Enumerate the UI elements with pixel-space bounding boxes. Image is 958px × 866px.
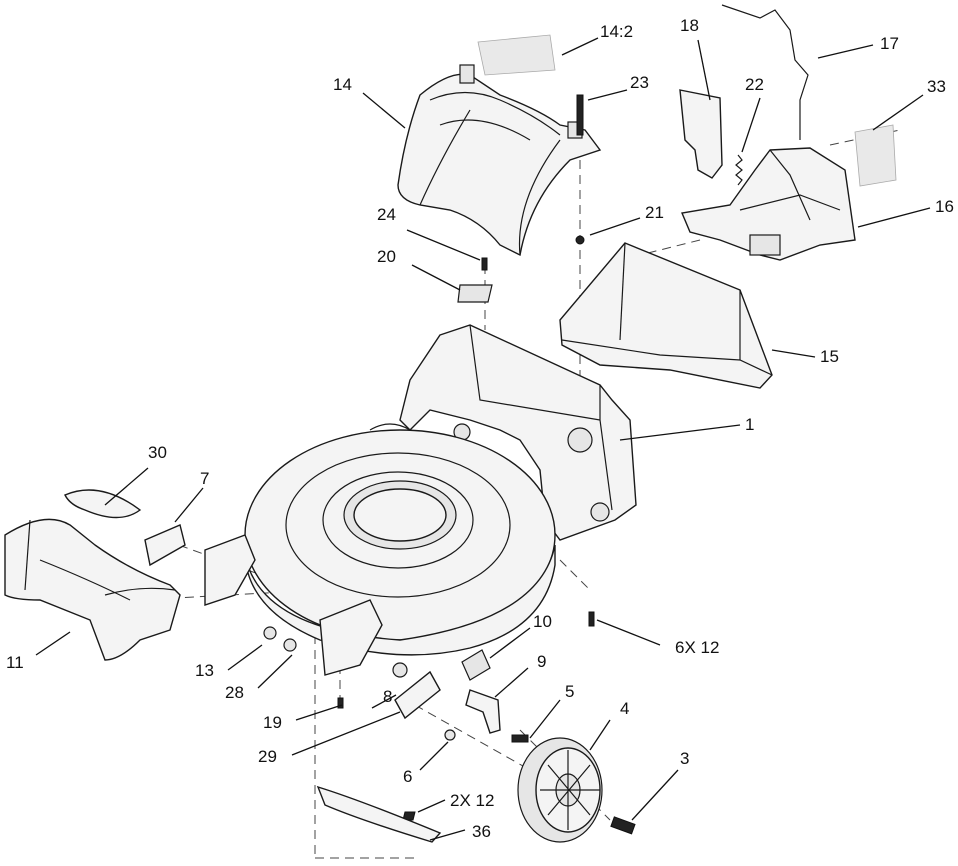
callout-5: 5 [565,682,574,701]
callout-8: 8 [383,687,392,706]
axle-bolt [511,734,529,743]
callout-2x12: 2X 12 [450,791,494,810]
pivot-plate [144,524,186,567]
rear-shroud [397,64,602,257]
callout-1: 1 [745,415,754,434]
callout-14: 14 [333,75,352,94]
callout-17: 17 [880,34,899,53]
height-adjuster-left [204,534,256,606]
callout-33: 33 [927,77,946,96]
knob [461,649,491,681]
adjuster-lever [465,689,501,734]
height-adjuster-right [319,599,383,676]
callout-9: 9 [537,652,546,671]
callout-14-2: 14:2 [600,22,633,41]
callout-16: 16 [935,197,954,216]
callout-10: 10 [533,612,552,631]
spring [735,154,743,186]
leader-lines [35,37,931,841]
callout-30: 30 [148,443,167,462]
callout-6: 6 [403,767,412,786]
callout-13: 13 [195,661,214,680]
callout-6x12: 6X 12 [675,638,719,657]
callout-15: 15 [820,347,839,366]
callout-22: 22 [745,75,764,94]
front-cover [4,518,181,661]
small-hardware [263,94,595,821]
bail-rod [721,4,809,140]
callout-3: 3 [680,749,689,768]
pivot-arm [394,670,441,720]
mower-deck [244,324,637,656]
lever-bracket [679,89,723,179]
skid [316,785,442,843]
callout-28: 28 [225,683,244,702]
callout-7: 7 [200,469,209,488]
callout-18: 18 [680,16,699,35]
rear-flap [681,147,856,261]
callout-4: 4 [620,699,629,718]
chute-frame [559,242,773,389]
callout-23: 23 [630,73,649,92]
decal-sheet-14-2 [477,34,556,76]
wheel [517,737,603,843]
callout-36: 36 [472,822,491,841]
decal-sheet-33 [854,124,897,187]
callout-29: 29 [258,747,277,766]
cap [64,489,142,519]
callout-11: 11 [6,653,24,672]
callout-labels: 14:2 18 17 14 23 22 33 16 24 21 20 15 1 … [6,16,954,841]
callout-24: 24 [377,205,396,224]
callout-21: 21 [645,203,664,222]
callout-20: 20 [377,247,396,266]
callout-19: 19 [263,713,282,732]
wheel-bolt [610,816,636,835]
